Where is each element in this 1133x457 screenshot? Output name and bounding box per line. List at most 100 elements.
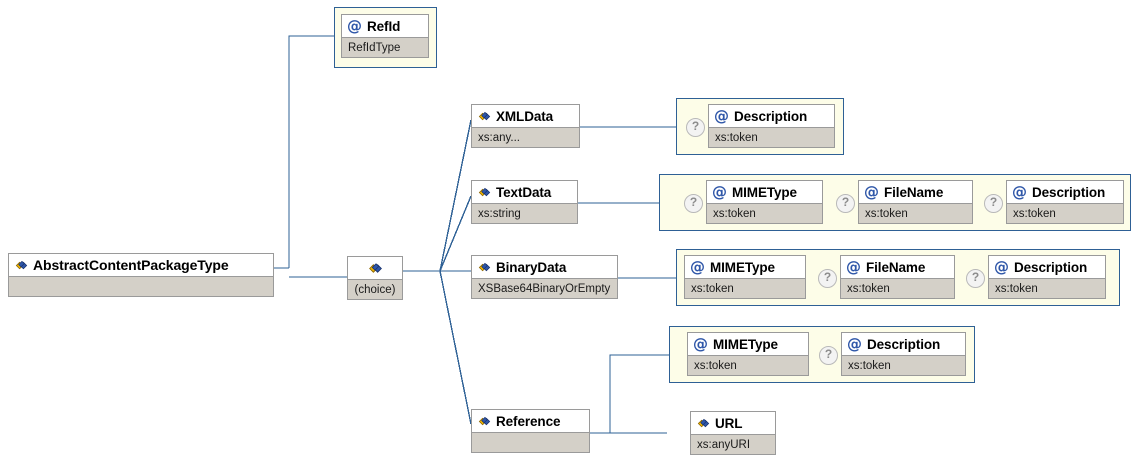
node-label: MIMEType (713, 336, 778, 352)
node-name-row: @ FileName (859, 181, 972, 203)
node-textdata-mimetype[interactable]: @ MIMEType xs:token (706, 180, 823, 224)
node-label: FileName (884, 184, 944, 200)
node-binarydata-mimetype[interactable]: @ MIMEType xs:token (684, 255, 806, 299)
node-reference[interactable]: Reference (471, 409, 590, 453)
optional-marker: ? (966, 269, 985, 288)
node-type-label: xs:token (713, 207, 756, 220)
node-binarydata-description[interactable]: @ Description xs:token (988, 255, 1106, 299)
node-textdata-description[interactable]: @ Description xs:token (1006, 180, 1124, 224)
optional-marker: ? (684, 194, 703, 213)
node-reference-description[interactable]: @ Description xs:token (841, 332, 966, 376)
node-binarydata-filename[interactable]: @ FileName xs:token (840, 255, 955, 299)
node-name-row: @ MIMEType (688, 333, 808, 355)
element-icon (477, 414, 492, 429)
node-name-row: @ Description (709, 105, 834, 127)
node-type-label: xs:token (847, 282, 890, 295)
node-label: MIMEType (732, 184, 797, 200)
node-name-row: @ Description (989, 256, 1105, 278)
node-type-row (472, 432, 589, 452)
node-type-row: xs:token (1007, 203, 1123, 223)
compositor-choice[interactable]: (choice) (347, 256, 403, 300)
node-name-row: AbstractContentPackageType (9, 254, 273, 276)
node-name-row: @ Description (1007, 181, 1123, 203)
node-reference-mimetype[interactable]: @ MIMEType xs:token (687, 332, 809, 376)
node-xmldata-description[interactable]: @ Description xs:token (708, 104, 835, 148)
element-icon (477, 109, 492, 124)
node-type-label: RefIdType (348, 41, 401, 54)
node-type-row: xs:token (841, 278, 954, 298)
node-xmldata[interactable]: XMLData xs:any... (471, 104, 580, 148)
attribute-icon: @ (864, 182, 879, 201)
node-label: Description (867, 336, 941, 352)
node-name-row: @ MIMEType (707, 181, 822, 203)
node-label: TextData (496, 184, 552, 200)
attribute-icon: @ (994, 257, 1009, 276)
node-label: FileName (866, 259, 926, 275)
node-type-label: xs:token (715, 131, 758, 144)
element-icon (477, 185, 492, 200)
optional-marker: ? (984, 194, 1003, 213)
node-type-row: RefIdType (342, 37, 428, 57)
optional-marker: ? (836, 194, 855, 213)
node-name-row: TextData (472, 181, 577, 203)
attribute-icon: @ (846, 257, 861, 276)
element-icon (477, 260, 492, 275)
node-label: Description (734, 108, 808, 124)
optional-marker: ? (686, 118, 705, 137)
node-type-label: xs:token (995, 282, 1038, 295)
node-type-row: xs:token (842, 355, 965, 375)
node-refid[interactable]: @ RefId RefIdType (341, 14, 429, 58)
node-type-row: xs:string (472, 203, 577, 223)
node-label: URL (715, 415, 743, 431)
node-name-row: XMLData (472, 105, 579, 127)
node-type-row: xs:token (685, 278, 805, 298)
node-binarydata[interactable]: BinaryData XSBase64BinaryOrEmpty (471, 255, 618, 299)
node-textdata[interactable]: TextData xs:string (471, 180, 578, 224)
node-type-label: xs:string (478, 207, 521, 220)
compositor-icon-row (348, 257, 402, 279)
attribute-icon: @ (693, 334, 708, 353)
element-icon (696, 416, 711, 431)
node-type-label: xs:any... (478, 131, 520, 144)
node-type-row: XSBase64BinaryOrEmpty (472, 278, 617, 298)
node-label: Description (1014, 259, 1088, 275)
node-name-row: Reference (472, 410, 589, 432)
node-type-row: xs:token (989, 278, 1105, 298)
node-name-row: @ RefId (342, 15, 428, 37)
node-type-row: xs:any... (472, 127, 579, 147)
node-name-row: BinaryData (472, 256, 617, 278)
node-abstract-content-package-type[interactable]: AbstractContentPackageType (8, 253, 274, 297)
attribute-icon: @ (712, 182, 727, 201)
optional-marker: ? (819, 346, 838, 365)
node-type-label: xs:token (1013, 207, 1056, 220)
node-label: Description (1032, 184, 1106, 200)
element-icon (14, 258, 29, 273)
node-type-row: xs:token (859, 203, 972, 223)
node-type-label: xs:anyURI (697, 438, 751, 451)
node-type-label: xs:token (694, 359, 737, 372)
node-name-row: @ Description (842, 333, 965, 355)
node-type-row: xs:anyURI (691, 434, 775, 454)
optional-marker: ? (818, 269, 837, 288)
node-type-row: xs:token (688, 355, 808, 375)
node-name-row: @ MIMEType (685, 256, 805, 278)
node-reference-url[interactable]: URL xs:anyURI (690, 411, 776, 455)
node-label: AbstractContentPackageType (33, 257, 229, 273)
attribute-icon: @ (347, 16, 362, 35)
compositor-label-row: (choice) (348, 279, 402, 299)
node-type-row: xs:token (709, 127, 834, 147)
node-type-label: xs:token (691, 282, 734, 295)
attribute-icon: @ (690, 257, 705, 276)
node-textdata-filename[interactable]: @ FileName xs:token (858, 180, 973, 224)
node-type-row (9, 276, 273, 296)
node-label: Reference (496, 413, 561, 429)
node-type-label: xs:token (848, 359, 891, 372)
node-name-row: @ FileName (841, 256, 954, 278)
node-type-label: XSBase64BinaryOrEmpty (478, 282, 611, 295)
choice-icon (367, 260, 384, 277)
node-label: RefId (367, 18, 401, 34)
node-type-row: xs:token (707, 203, 822, 223)
node-label: XMLData (496, 108, 554, 124)
compositor-label: (choice) (354, 283, 396, 296)
